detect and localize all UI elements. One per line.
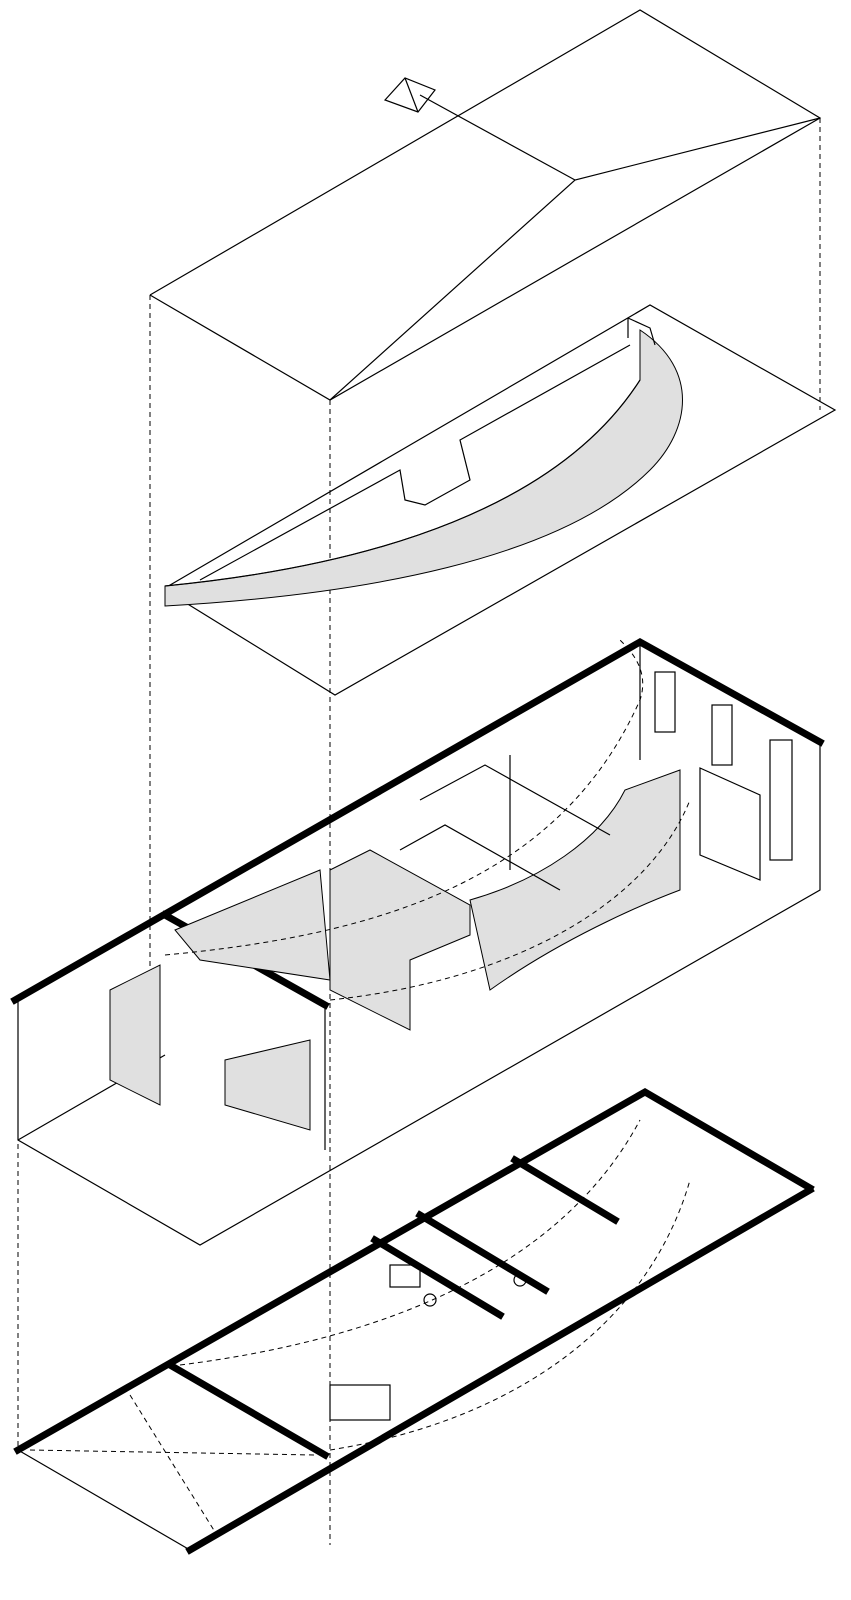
ceiling-layer <box>164 304 837 696</box>
interior-layer <box>10 637 825 1246</box>
floor-plan-layer <box>13 1087 815 1555</box>
roof-layer <box>149 9 822 401</box>
